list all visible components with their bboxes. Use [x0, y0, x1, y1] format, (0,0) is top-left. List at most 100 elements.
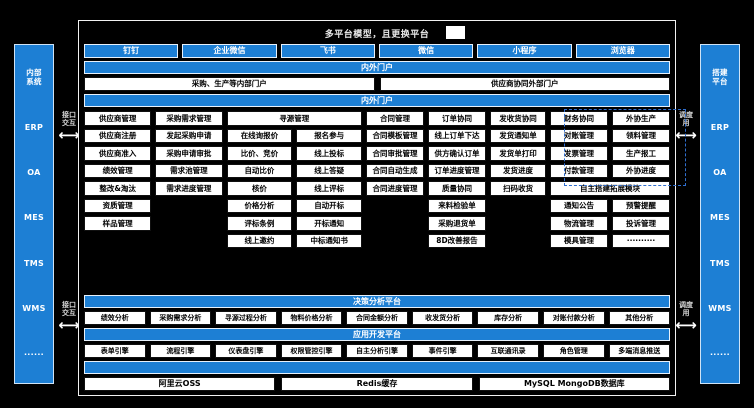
- module-item[interactable]: 整改&淘汰: [84, 181, 152, 196]
- appdev-item[interactable]: 多端消息推送: [608, 344, 671, 358]
- module-item[interactable]: 合同进度管理: [366, 181, 424, 196]
- module-item[interactable]: 核价: [226, 181, 293, 196]
- module-item[interactable]: 领料管理: [612, 128, 670, 143]
- appdev-item[interactable]: 权限管控引擎: [280, 344, 343, 358]
- appdev-item[interactable]: 互联通讯录: [477, 344, 539, 358]
- rail-left-item-erp: ERP: [24, 122, 44, 132]
- module-head-supplier[interactable]: 供应商管理: [84, 111, 152, 126]
- module-item[interactable]: 外协进度: [612, 163, 670, 178]
- module-item[interactable]: 自动开标: [296, 198, 363, 213]
- module-item[interactable]: 发货进度: [489, 163, 546, 178]
- module-head-sourcing[interactable]: 寻源管理: [226, 111, 363, 126]
- module-item[interactable]: 对账管理: [550, 128, 608, 143]
- appdev-item[interactable]: 角色管理: [542, 344, 605, 358]
- module-item[interactable]: ··········: [612, 233, 670, 248]
- portal-external[interactable]: 供应商协同外部门户: [379, 77, 670, 91]
- module-item[interactable]: 生产报工: [612, 146, 670, 161]
- rail-left-item-wms: WMS: [22, 304, 46, 314]
- module-sourcing-left: 在线询报价 比价、竞价 自动比价 核价 价格分析 评标条例 线上邀约: [226, 128, 293, 293]
- module-item[interactable]: 模具管理: [550, 233, 608, 248]
- module-item[interactable]: 采购退货单: [428, 216, 486, 231]
- appdev-item[interactable]: 仪表盘引擎: [215, 344, 277, 358]
- module-item[interactable]: 需求池管理: [155, 163, 223, 178]
- module-item[interactable]: 付款管理: [550, 163, 608, 178]
- portal-internal[interactable]: 采购、生产等内部门户: [84, 77, 375, 91]
- module-head-finance[interactable]: 财务协同: [550, 111, 608, 126]
- module-head-order[interactable]: 订单协同: [428, 111, 486, 126]
- infra-item-redis[interactable]: Redis缓存: [281, 377, 473, 391]
- module-item[interactable]: 扫码收货: [489, 181, 546, 196]
- module-item[interactable]: 预警提醒: [612, 198, 670, 213]
- module-item[interactable]: 线上订单下达: [428, 128, 486, 143]
- module-column-outsource: 外协生产 领料管理 生产报工 外协进度: [612, 111, 670, 178]
- decision-item[interactable]: 采购需求分析: [149, 311, 212, 325]
- module-item[interactable]: 发货单打印: [489, 146, 546, 161]
- module-item[interactable]: 采购申请审批: [155, 146, 223, 161]
- platform-browser[interactable]: 浏览器: [575, 44, 670, 58]
- module-item[interactable]: 线上投标: [296, 146, 363, 161]
- platform-wechat[interactable]: 微信: [378, 44, 474, 58]
- module-item[interactable]: 绩效管理: [84, 163, 152, 178]
- platform-feishu[interactable]: 飞书: [280, 44, 375, 58]
- module-item[interactable]: 质量协同: [428, 181, 486, 196]
- module-item[interactable]: 自动比价: [226, 163, 293, 178]
- platform-wecom[interactable]: 企业微信: [182, 44, 277, 58]
- module-item[interactable]: 供应商准入: [84, 146, 152, 161]
- module-item[interactable]: 投诉管理: [612, 216, 670, 231]
- module-head-contract[interactable]: 合同管理: [366, 111, 424, 126]
- module-item[interactable]: 发起采购申请: [155, 128, 223, 143]
- decision-item[interactable]: 合同金额分析: [346, 311, 408, 325]
- decision-item[interactable]: 物料价格分析: [280, 311, 343, 325]
- appdev-item[interactable]: 表单引擎: [84, 344, 146, 358]
- module-head-outsource[interactable]: 外协生产: [612, 111, 670, 126]
- decision-item[interactable]: 库存分析: [477, 311, 539, 325]
- module-column-finance-outsource: 财务协同 对账管理 发票管理 付款管理 外协生产 领料管理 生产报工 外协进度 …: [550, 111, 670, 292]
- rail-left-item-tms: TMS: [23, 258, 45, 268]
- module-item[interactable]: 样品管理: [84, 216, 152, 231]
- platform-miniapp[interactable]: 小程序: [477, 44, 572, 58]
- decision-item[interactable]: 其他分析: [608, 311, 671, 325]
- module-item[interactable]: 合同审批管理: [366, 146, 424, 161]
- module-item[interactable]: 评标条例: [226, 216, 293, 231]
- module-item[interactable]: 来料检验单: [428, 198, 486, 213]
- module-item[interactable]: 发货通知单: [489, 128, 546, 143]
- module-item[interactable]: 开标通知: [296, 216, 363, 231]
- module-item[interactable]: 合同自动生成: [366, 163, 424, 178]
- decision-item[interactable]: 对账付款分析: [542, 311, 605, 325]
- module-item[interactable]: 线上答疑: [296, 163, 363, 178]
- decision-item[interactable]: 绩效分析: [84, 311, 146, 325]
- module-item[interactable]: 8D改善报告: [428, 233, 486, 248]
- connector-right-bottom: 调度用 ⟷: [672, 301, 700, 333]
- module-item[interactable]: 在线询报价: [226, 128, 293, 143]
- module-head-demand[interactable]: 采购需求管理: [155, 111, 223, 126]
- module-item[interactable]: 价格分析: [226, 198, 293, 213]
- module-item[interactable]: 需求进度管理: [155, 181, 223, 196]
- infra-item-database[interactable]: MySQL MongoDB数据库: [478, 377, 670, 391]
- appdev-item[interactable]: 自主分析引擎: [346, 344, 408, 358]
- module-item[interactable]: 报名参与: [296, 128, 363, 143]
- module-item[interactable]: 线上邀约: [226, 233, 293, 248]
- platform-dingtalk[interactable]: 钉钉: [84, 44, 179, 58]
- decision-item[interactable]: 寻源过程分析: [215, 311, 277, 325]
- module-item[interactable]: 物流管理: [550, 216, 608, 231]
- appdev-item[interactable]: 事件引擎: [411, 344, 474, 358]
- module-item[interactable]: 比价、竞价: [226, 146, 293, 161]
- module-item[interactable]: 中标通知书: [296, 233, 363, 248]
- module-item[interactable]: 合同模板管理: [366, 128, 424, 143]
- module-item[interactable]: 供应商注册: [84, 128, 152, 143]
- module-column-demand: 采购需求管理 发起采购申请 采购申请审批 需求池管理 需求进度管理: [155, 111, 223, 292]
- infra-items-row: 阿里云OSS Redis缓存 MySQL MongoDB数据库: [84, 377, 670, 391]
- module-head-extension[interactable]: 自主搭建拓展模块: [550, 181, 670, 196]
- portal-bar-top: 内外门户: [84, 61, 670, 74]
- module-item[interactable]: 线上评标: [296, 181, 363, 196]
- module-item[interactable]: 发票管理: [550, 146, 608, 161]
- infra-item-oss[interactable]: 阿里云OSS: [84, 377, 276, 391]
- module-item[interactable]: 通知公告: [550, 198, 608, 213]
- module-head-shipping[interactable]: 发收货协同: [489, 111, 546, 126]
- module-item[interactable]: 资质管理: [84, 198, 152, 213]
- decision-item[interactable]: 收发货分析: [411, 311, 474, 325]
- module-item[interactable]: 供方确认订单: [428, 146, 486, 161]
- appdev-item[interactable]: 流程引擎: [149, 344, 212, 358]
- module-item[interactable]: 订单进度管理: [428, 163, 486, 178]
